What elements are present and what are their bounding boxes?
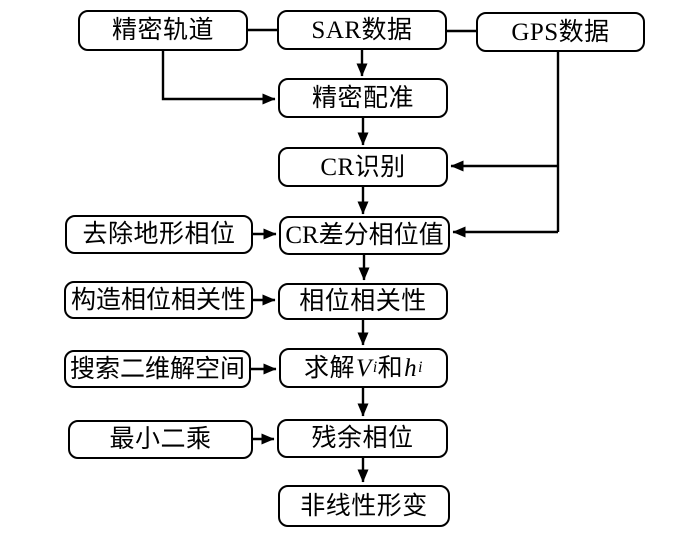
node-residual-phase: 残余相位 [277,419,448,458]
node-search-2d-solution-space: 搜索二维解空间 [64,350,251,388]
node-construct-phase-correlation: 构造相位相关性 [64,281,253,319]
node-least-squares: 最小二乘 [68,420,253,459]
node-gps-data: GPS数据 [476,12,645,52]
node-precise-orbit: 精密轨道 [78,10,248,51]
node-remove-terrain-phase: 去除地形相位 [65,215,253,254]
node-cr-identification: CR识别 [278,147,448,187]
node-cr-differential-phase-value: CR差分相位值 [279,216,450,255]
node-sar-data: SAR数据 [277,10,447,50]
solve-label-prefix: 求解 [304,354,356,382]
node-precise-registration: 精密配准 [278,78,448,118]
node-phase-correlation: 相位相关性 [278,283,448,320]
solve-label-and: 和 [377,354,404,382]
solve-var-h: h [404,354,418,382]
connector-orbit-to-registration [161,51,276,105]
node-nonlinear-deformation: 非线性形变 [278,485,450,527]
solve-var-v: V [356,354,372,382]
